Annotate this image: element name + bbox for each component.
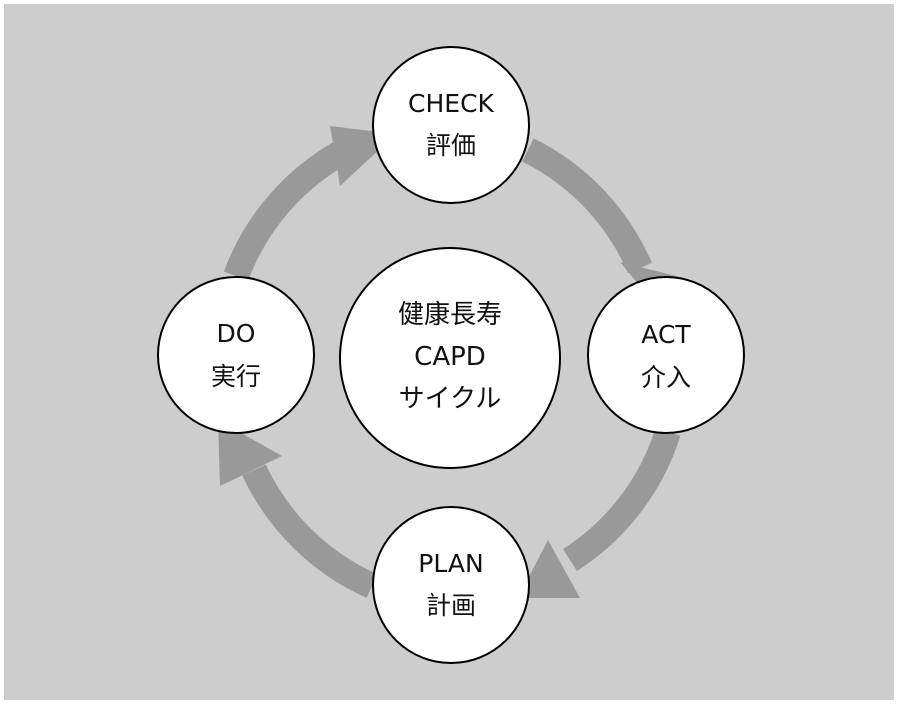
- arrow-act-to-plan: [562, 427, 681, 571]
- act-label-ja: 介入: [641, 363, 691, 392]
- act-circle: [587, 276, 745, 434]
- center-node: 健康長寿 CAPD サイクル: [339, 247, 561, 469]
- check-label-ja: 評価: [426, 131, 476, 160]
- check-label-en: CHECK: [408, 89, 495, 118]
- arrow-do-to-check: [223, 138, 353, 281]
- arrowhead-to-plan: [518, 540, 580, 598]
- do-label-ja: 実行: [211, 362, 261, 391]
- act-node: ACT 介入: [587, 276, 745, 434]
- act-label-en: ACT: [641, 320, 691, 349]
- plan-node: PLAN 計画: [372, 506, 530, 664]
- plan-label-ja: 計画: [426, 591, 476, 620]
- arrow-plan-to-do: [242, 464, 378, 598]
- center-label-line3: サイクル: [399, 384, 502, 414]
- center-circle: [339, 247, 561, 469]
- plan-label-en: PLAN: [418, 549, 483, 578]
- do-node: DO 実行: [157, 276, 315, 434]
- center-label-line2: CAPD: [414, 342, 486, 372]
- do-label-en: DO: [217, 319, 256, 348]
- check-circle: [372, 46, 530, 204]
- center-label-line1: 健康長寿: [398, 300, 502, 330]
- check-node: CHECK 評価: [372, 46, 530, 204]
- cycle-arrows: [223, 138, 681, 598]
- arrowhead-to-do: [218, 420, 282, 486]
- do-circle: [157, 276, 315, 434]
- arrow-check-to-act: [522, 138, 652, 274]
- plan-circle: [372, 506, 530, 664]
